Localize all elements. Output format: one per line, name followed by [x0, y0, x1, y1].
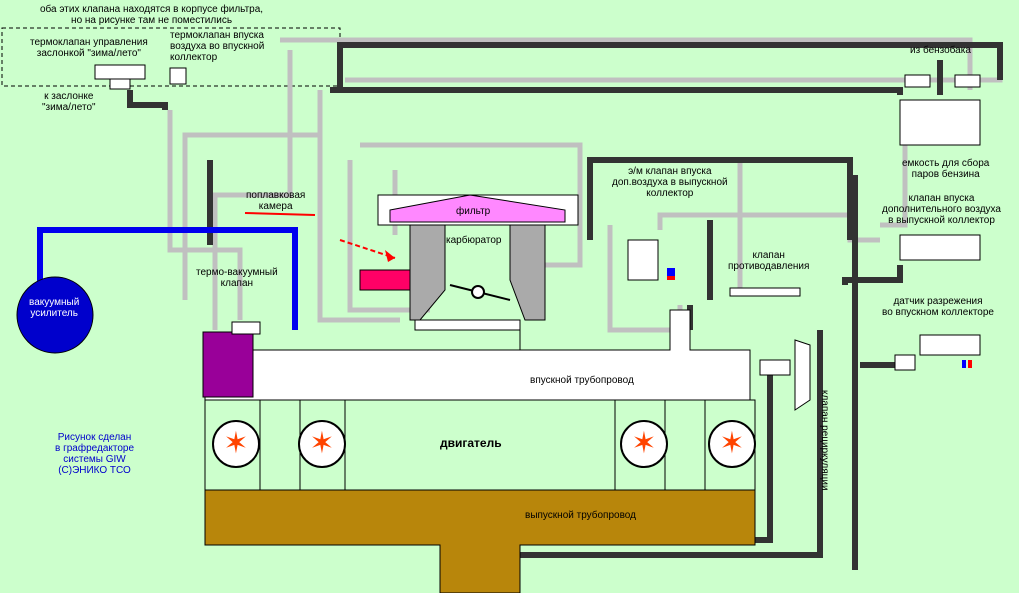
pointer-arrow [339, 239, 396, 259]
carburetor-right [509, 224, 546, 321]
spark-star-icon: ✶ [708, 420, 756, 468]
filter-label: фильтр [456, 206, 491, 217]
egr-valve-label: клапан рециркуляции [819, 390, 830, 491]
spark-star-icon: ✶ [298, 420, 346, 468]
exhaust-manifold-label: выпускной трубопровод [525, 510, 636, 521]
air-filter [389, 194, 566, 223]
fuel-vapor-canister [899, 99, 981, 146]
em-valve [627, 239, 659, 281]
carburetor-label: карбюратор [446, 235, 502, 246]
manifold-heater [202, 331, 254, 398]
vacuum-sensor [919, 334, 981, 356]
float-chamber [359, 269, 411, 291]
intake-manifold-label: впускной трубопровод [530, 375, 634, 386]
from-tank-label: из бензобака [910, 45, 971, 56]
carburetor-left [409, 224, 446, 321]
thermo-valve-intake-air [169, 67, 187, 85]
exhaust-manifold [204, 489, 756, 593]
note-top-label: оба этих клапана находятся в корпусе фил… [40, 4, 264, 26]
to-flap-label: к заслонке"зима/лето" [42, 91, 96, 113]
thermo-valve-winter-summer [94, 64, 146, 80]
engine-label: двигатель [440, 436, 502, 450]
spark-star-icon: ✶ [212, 420, 260, 468]
vacuum-line [37, 227, 298, 330]
intake-manifold [204, 309, 751, 401]
vacuum-booster [16, 276, 94, 354]
extra-air-valve [899, 234, 981, 261]
counterpressure-valve [729, 287, 801, 297]
egr-valve [794, 339, 811, 411]
spark-star-icon: ✶ [620, 420, 668, 468]
